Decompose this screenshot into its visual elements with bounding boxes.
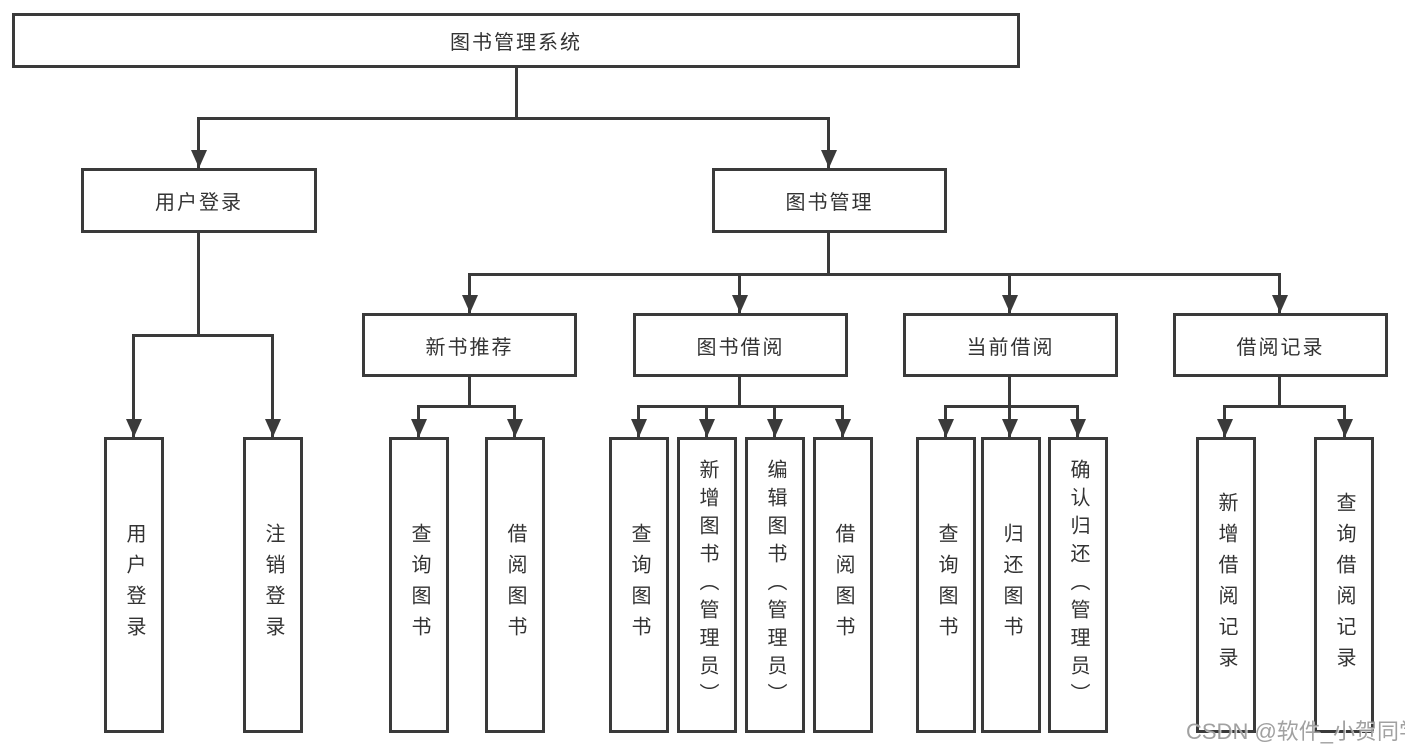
node-borrow-record: 借阅记录 xyxy=(1173,313,1388,377)
arrowhead-down-icon xyxy=(265,419,281,437)
connector-line xyxy=(515,68,518,120)
arrowhead-down-icon xyxy=(1002,295,1018,313)
connector-line xyxy=(738,273,741,313)
arrowhead-down-icon xyxy=(631,419,647,437)
arrowhead-down-icon xyxy=(1272,295,1288,313)
connector-line xyxy=(827,233,830,275)
connector-line xyxy=(417,405,516,408)
arrowhead-down-icon xyxy=(1002,419,1018,437)
leaf-confirm-return-admin-label: 确认归还（管理员） xyxy=(1067,459,1089,711)
connector-line xyxy=(738,377,741,407)
leaf-newbook-borrow-books: 借阅图书 xyxy=(485,437,545,733)
connector-line xyxy=(1278,273,1281,313)
leaf-edit-book-admin: 编辑图书（管理员） xyxy=(745,437,805,733)
connector-line xyxy=(468,273,471,313)
leaf-borrow-query-books: 查询图书 xyxy=(609,437,669,733)
leaf-add-book-admin-label: 新增图书（管理员） xyxy=(696,459,718,711)
arrowhead-down-icon xyxy=(191,150,207,168)
arrowhead-down-icon xyxy=(699,419,715,437)
arrowhead-down-icon xyxy=(462,295,478,313)
connector-line xyxy=(637,405,844,408)
connector-line xyxy=(132,334,135,437)
node-user-login: 用户登录 xyxy=(81,168,317,233)
leaf-return-book-label: 归还图书 xyxy=(1000,523,1022,647)
node-borrow-record-label: 借阅记录 xyxy=(1236,336,1325,359)
leaf-add-book-admin: 新增图书（管理员） xyxy=(677,437,737,733)
leaf-newbook-borrow-books-label: 借阅图书 xyxy=(504,523,526,647)
arrowhead-down-icon xyxy=(767,419,783,437)
node-book-borrow: 图书借阅 xyxy=(633,313,848,377)
node-root-label: 图书管理系统 xyxy=(450,32,582,54)
connector-line xyxy=(1008,273,1011,313)
arrowhead-down-icon xyxy=(507,419,523,437)
leaf-newbook-query-books: 查询图书 xyxy=(389,437,449,733)
node-user-login-label: 用户登录 xyxy=(155,192,243,214)
leaf-current-query-books: 查询图书 xyxy=(916,437,976,733)
leaf-current-query-books-label: 查询图书 xyxy=(935,523,957,647)
leaf-borrow-book: 借阅图书 xyxy=(813,437,873,733)
leaf-user-login-label: 用户登录 xyxy=(123,523,145,647)
node-current-borrow-label: 当前借阅 xyxy=(966,336,1055,359)
leaf-newbook-query-books-label: 查询图书 xyxy=(408,523,430,647)
node-new-book-recommend-label: 新书推荐 xyxy=(425,336,514,359)
leaf-query-borrow-record-label: 查询借阅记录 xyxy=(1333,492,1355,678)
connector-line xyxy=(1223,405,1346,408)
arrowhead-down-icon xyxy=(1217,419,1233,437)
connector-line xyxy=(468,273,1281,276)
node-new-book-recommend: 新书推荐 xyxy=(362,313,577,377)
connector-line xyxy=(197,233,200,337)
connector-line xyxy=(197,117,200,168)
connector-line xyxy=(1278,377,1281,407)
leaf-confirm-return-admin: 确认归还（管理员） xyxy=(1048,437,1108,733)
node-book-management: 图书管理 xyxy=(712,168,947,233)
connector-line xyxy=(132,334,274,337)
connector-line xyxy=(944,405,1079,408)
leaf-edit-book-admin-label: 编辑图书（管理员） xyxy=(764,459,786,711)
node-book-borrow-label: 图书借阅 xyxy=(696,336,785,359)
arrowhead-down-icon xyxy=(1337,419,1353,437)
arrowhead-down-icon xyxy=(938,419,954,437)
leaf-logout: 注销登录 xyxy=(243,437,303,733)
node-current-borrow: 当前借阅 xyxy=(903,313,1118,377)
leaf-add-borrow-record-label: 新增借阅记录 xyxy=(1215,492,1237,678)
arrowhead-down-icon xyxy=(835,419,851,437)
leaf-logout-label: 注销登录 xyxy=(262,523,284,647)
connector-line xyxy=(827,117,830,168)
leaf-borrow-book-label: 借阅图书 xyxy=(832,523,854,647)
arrowhead-down-icon xyxy=(821,150,837,168)
arrowhead-down-icon xyxy=(732,295,748,313)
watermark: CSDN @软件_小贺同学 xyxy=(1186,719,1405,744)
connector-line xyxy=(197,117,830,120)
connector-line xyxy=(468,377,471,407)
arrowhead-down-icon xyxy=(1070,419,1086,437)
leaf-return-book: 归还图书 xyxy=(981,437,1041,733)
leaf-add-borrow-record: 新增借阅记录 xyxy=(1196,437,1256,733)
leaf-query-borrow-record: 查询借阅记录 xyxy=(1314,437,1374,733)
connector-line xyxy=(271,334,274,437)
node-book-management-label: 图书管理 xyxy=(785,192,874,214)
leaf-borrow-query-books-label: 查询图书 xyxy=(628,523,650,647)
arrowhead-down-icon xyxy=(126,419,142,437)
leaf-user-login: 用户登录 xyxy=(104,437,164,733)
arrowhead-down-icon xyxy=(411,419,427,437)
node-root: 图书管理系统 xyxy=(12,13,1020,68)
